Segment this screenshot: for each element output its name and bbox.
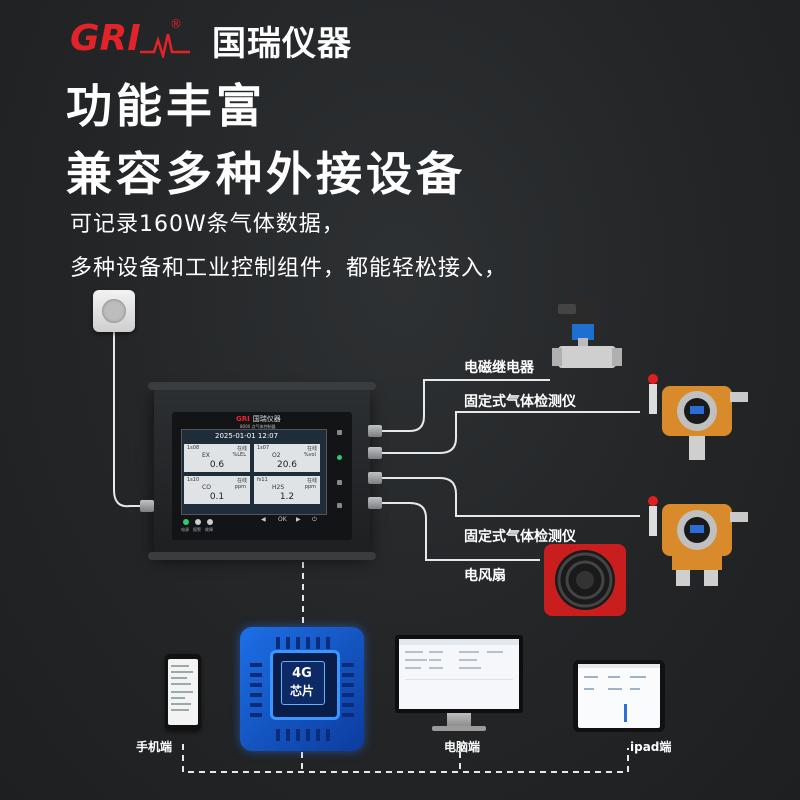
fan-icon <box>544 544 626 616</box>
chip-label-chip: 芯片 <box>289 684 314 698</box>
detector-top-label: 固定式气体检测仪 <box>464 394 576 410</box>
phone-screen-content <box>171 665 193 711</box>
cell-status: 在线 <box>236 446 247 452</box>
cell-status: 在线 <box>236 478 247 484</box>
sensor-cell: 1s10 在线 CO ppm 0.1 <box>184 476 250 504</box>
sensor-cell: 1s08 在线 EX %LEL 0.6 <box>184 444 250 472</box>
power-indicator-icon <box>183 519 189 525</box>
nav-power-button[interactable]: ⏻ <box>312 516 317 523</box>
wire-detector-top <box>380 411 640 454</box>
monitor-screen-content <box>399 639 519 680</box>
cell-unit: ppm <box>234 484 246 490</box>
pc-label: 电脑端 <box>444 740 481 754</box>
wire-solenoid <box>380 379 550 432</box>
power-cord <box>113 328 158 508</box>
cell-value: 0.6 <box>209 460 225 470</box>
power-port <box>140 500 154 512</box>
cell-unit: ppm <box>304 484 316 490</box>
cell-id: 1s08 <box>187 445 200 451</box>
cell-gas: O2 <box>272 452 281 459</box>
sensor-cell: fs11 在线 H2S ppm 1.2 <box>254 476 320 504</box>
monitor-screen <box>399 639 519 709</box>
cable-port <box>368 472 382 484</box>
chip-label-4g: 4G <box>292 666 312 681</box>
brand-logo: GRI ® <box>70 17 190 58</box>
alarm-indicator-icon <box>195 519 201 525</box>
logo-text: GRI <box>70 18 141 58</box>
controller-model: 8000 点气体控制器 <box>240 424 276 429</box>
cell-status: 在线 <box>306 446 317 452</box>
brand-name: 国瑞仪器 <box>212 24 352 64</box>
side-button[interactable] <box>337 480 342 485</box>
solenoid-valve-icon <box>552 296 622 368</box>
cell-id: fs11 <box>257 477 268 483</box>
indicator-label: 故障 <box>205 527 213 532</box>
registered-mark: ® <box>170 17 182 31</box>
wire-detector-bottom <box>380 477 640 517</box>
dash-bottom-bus <box>182 744 629 773</box>
nav-ok-button[interactable]: OK <box>278 516 287 523</box>
controller-brand-name: 国瑞仪器 <box>252 415 281 423</box>
cell-gas: EX <box>202 452 210 459</box>
cell-status: 在线 <box>306 478 317 484</box>
controller-logo-icon: GRI <box>236 415 250 423</box>
detector-bottom-label: 固定式气体检测仪 <box>464 529 576 545</box>
cell-unit: %vol <box>303 452 316 458</box>
cable-port <box>368 447 382 459</box>
description-line-2: 多种设备和工业控制组件，都能轻松接入， <box>70 256 508 281</box>
monitor-base <box>432 726 486 731</box>
cell-value: 20.6 <box>276 460 298 470</box>
cable-port <box>368 497 382 509</box>
ipad-label: ipad端 <box>630 740 672 754</box>
cell-id: 1s07 <box>257 445 270 451</box>
indicator-label: 报警 <box>193 527 201 532</box>
cell-id: 1s10 <box>187 477 200 483</box>
solenoid-valve-label: 电磁继电器 <box>464 360 534 376</box>
headline-line-2: 兼容多种外接设备 <box>66 147 466 201</box>
cell-value: 1.2 <box>279 492 295 502</box>
indicator-label: 电源 <box>181 527 189 532</box>
headline-line-1: 功能丰富 <box>66 79 266 133</box>
description-line-1: 可记录160W条气体数据， <box>70 212 345 237</box>
monitor-neck <box>447 713 471 727</box>
cell-gas: H2S <box>272 484 285 491</box>
chip-inner <box>281 661 325 705</box>
wire-fan <box>380 502 540 561</box>
cell-gas: CO <box>202 484 211 491</box>
sensor-cell: 1s07 在线 O2 %vol 20.6 <box>254 444 320 472</box>
ipad-screen <box>578 664 660 728</box>
logo-pulse-icon <box>140 33 190 58</box>
chip-pins-icon <box>250 637 354 741</box>
side-button[interactable] <box>337 503 342 508</box>
nav-right-button[interactable]: ▶ <box>296 516 301 523</box>
cell-unit: %LEL <box>232 452 246 458</box>
power-outlet <box>93 290 135 332</box>
nav-left-button[interactable]: ◀ <box>261 516 266 523</box>
fan-label: 电风扇 <box>464 568 506 584</box>
side-button[interactable] <box>337 430 342 435</box>
side-status-icon <box>337 455 342 460</box>
screen-datetime: 2025-01-01 12:07 <box>215 432 279 440</box>
gas-detector-top-icon <box>648 374 748 460</box>
cell-value: 0.1 <box>209 492 225 502</box>
gas-detector-bottom-icon <box>648 496 748 586</box>
phone-label: 手机端 <box>136 740 173 754</box>
ipad-screen-content <box>578 664 660 722</box>
cable-port <box>368 425 382 437</box>
fault-indicator-icon <box>207 519 213 525</box>
